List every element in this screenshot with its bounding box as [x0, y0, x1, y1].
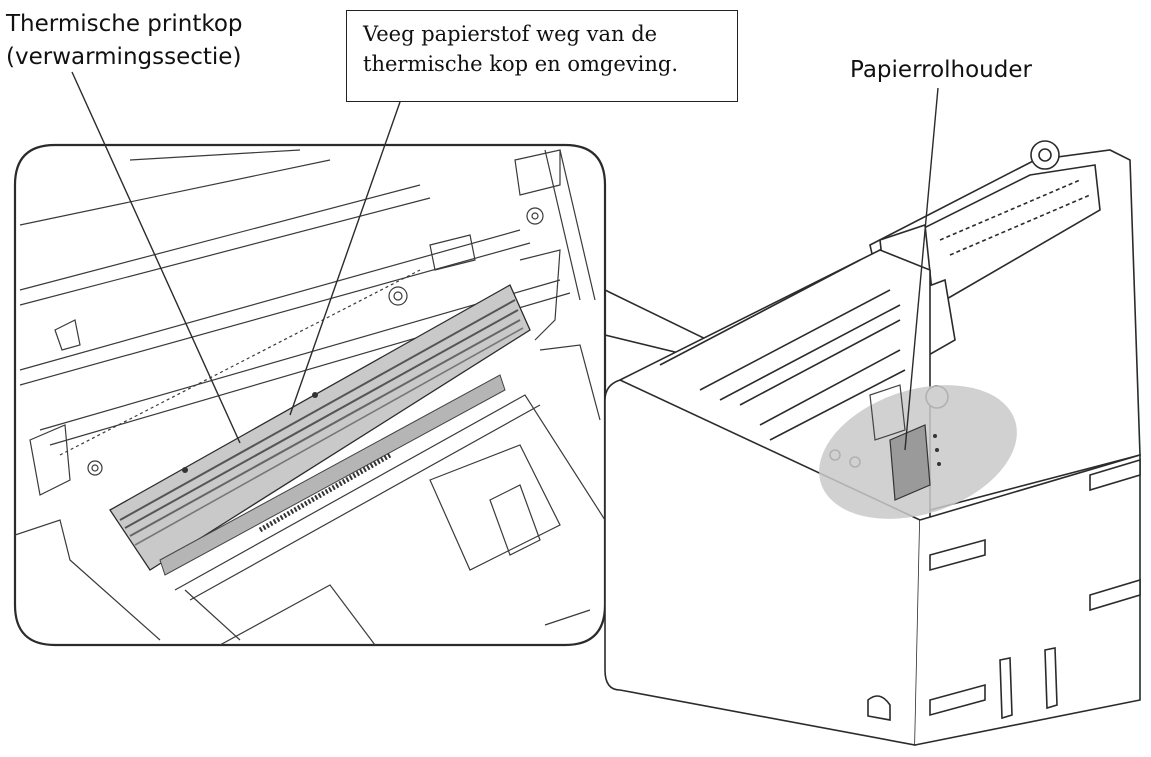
paper-roll-holder-highlight [819, 384, 1017, 519]
instruction-line2: thermische kop en omgeving. [363, 52, 678, 76]
label-paper-roll-holder: Papierrolhouder [850, 57, 1032, 83]
leader-instruction [289, 101, 401, 416]
zoom-detail-box [13, 143, 607, 647]
leader-printhead [71, 71, 241, 444]
leader-lines [71, 71, 939, 451]
label-thermal-printhead: Thermische printkop (verwarmingssectie) [6, 8, 243, 74]
label-thermal-printhead-line2: (verwarmingssectie) [6, 44, 242, 70]
thermal-printhead-highlight [109, 284, 531, 576]
leader-paper-holder [904, 87, 939, 451]
instruction-line1: Veeg papierstof weg van de [363, 22, 658, 46]
label-thermal-printhead-line1: Thermische printkop [6, 11, 243, 37]
instruction-box: Veeg papierstof weg van de thermische ko… [346, 10, 738, 102]
